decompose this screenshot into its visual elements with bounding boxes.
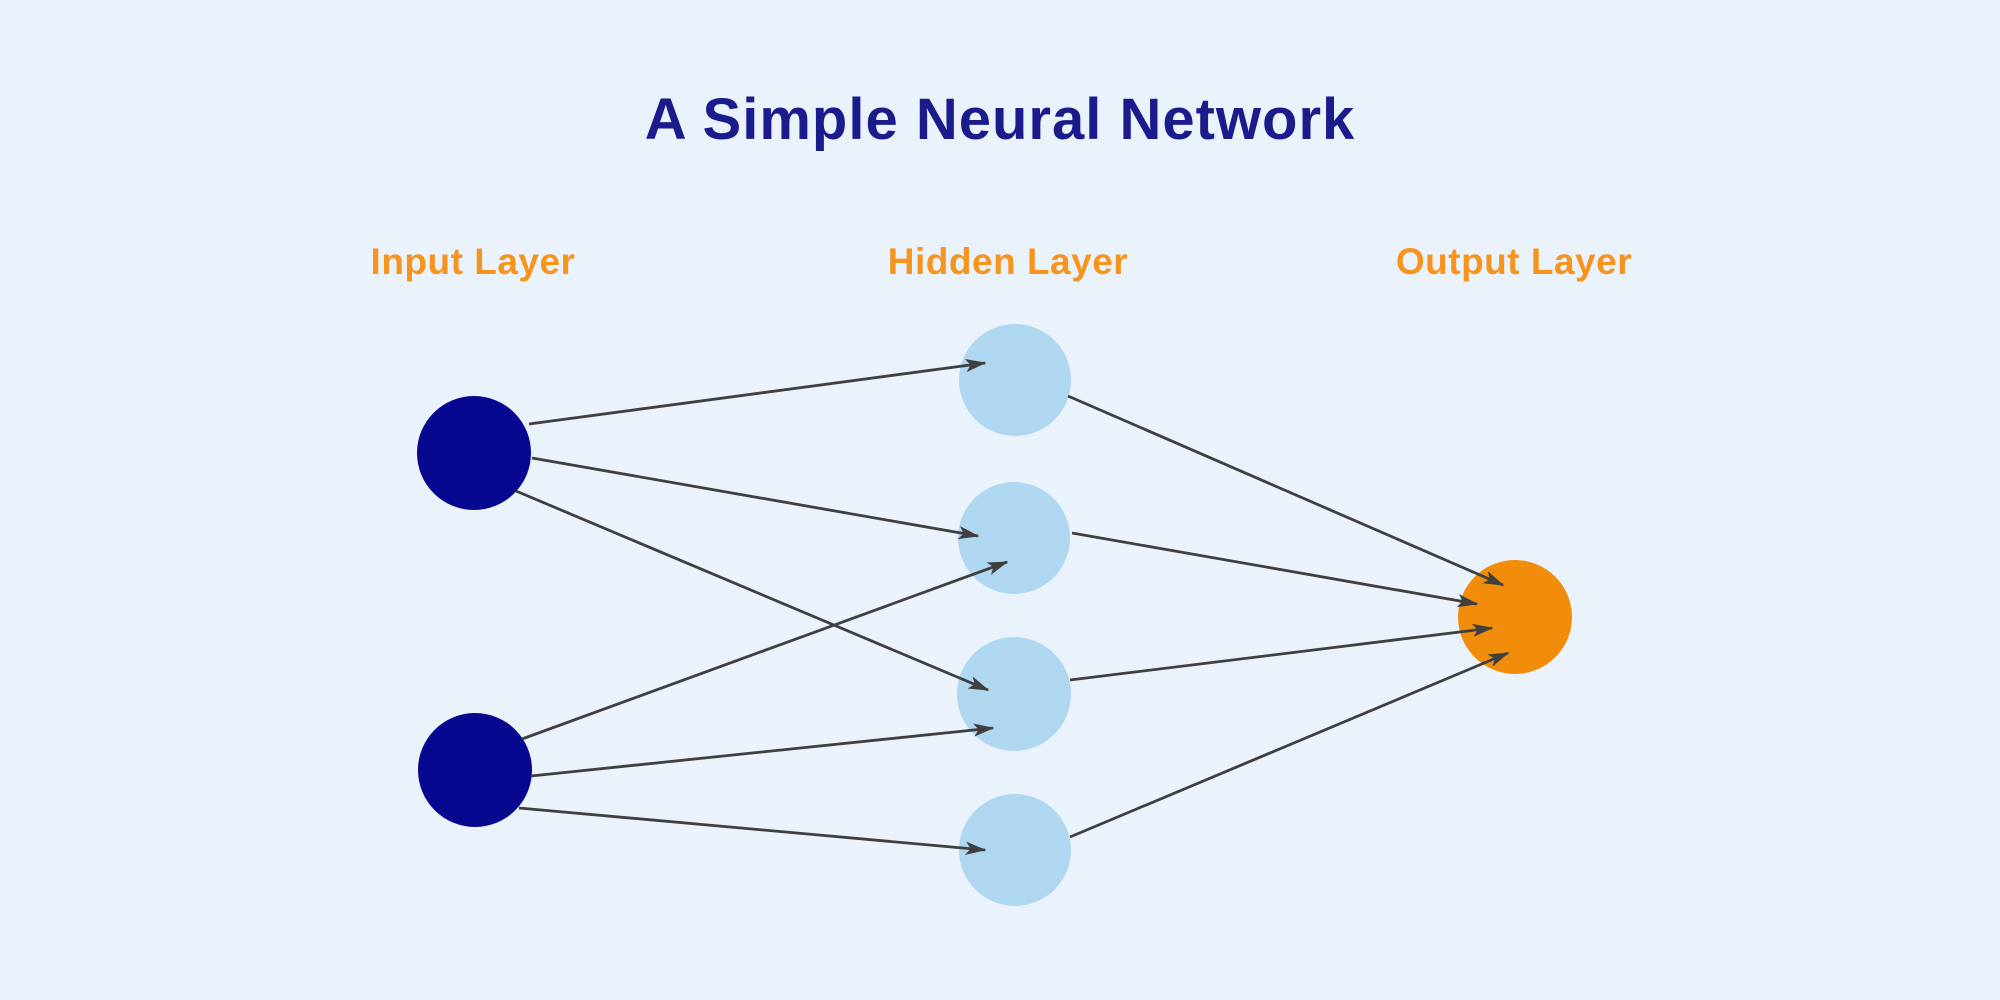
node-hidden-4 — [959, 794, 1071, 906]
node-hidden-1 — [959, 324, 1071, 436]
edge-input-1-to-hidden-1 — [528, 359, 987, 426]
edge-input-2-to-hidden-3 — [530, 723, 995, 778]
edge-hidden-1-to-output-1 — [1067, 394, 1505, 587]
edge-hidden-2-to-output-1 — [1071, 531, 1479, 608]
figure-title: A Simple Neural Network — [644, 87, 1356, 152]
edge-hidden-4-to-output-1 — [1069, 651, 1510, 839]
layer-label-output: Output Layer — [1395, 241, 1633, 282]
edge-input-1-to-hidden-3 — [515, 489, 990, 692]
layer-label-input: Input Layer — [370, 241, 576, 282]
node-input-2 — [418, 713, 532, 827]
layer-label-hidden: Hidden Layer — [887, 241, 1129, 282]
node-hidden-2 — [958, 482, 1070, 594]
edge-input-2-to-hidden-2 — [521, 560, 1009, 741]
edge-hidden-3-to-output-1 — [1069, 623, 1494, 682]
edge-input-1-to-hidden-2 — [531, 456, 980, 540]
node-output-1 — [1458, 560, 1572, 674]
edge-input-2-to-hidden-4 — [518, 806, 987, 855]
node-hidden-3 — [957, 637, 1071, 751]
node-input-1 — [417, 396, 531, 510]
